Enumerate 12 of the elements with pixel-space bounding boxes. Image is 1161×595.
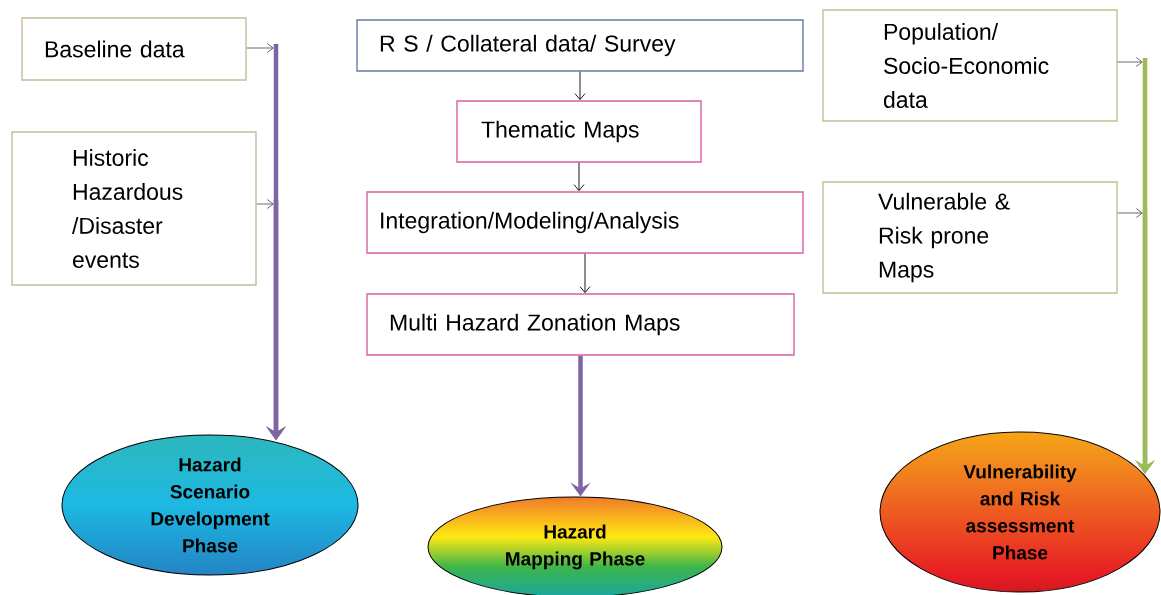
text-box: Multi Hazard Zonation Maps (366, 293, 795, 356)
text-box: Population/ Socio-Economic data (822, 9, 1118, 122)
text-box: Integration/Modeling/Analysis (366, 191, 804, 254)
text-box: R S / Collateral data/ Survey (356, 19, 804, 72)
text-box: Vulnerable & Risk prone Maps (822, 181, 1118, 294)
text-box: Thematic Maps (456, 100, 702, 163)
arrow (574, 71, 586, 101)
arrow (573, 162, 585, 192)
text-box: Historic Hazardous /Disaster events (11, 131, 257, 286)
text-box: Baseline data (21, 17, 247, 81)
arrow (579, 253, 591, 294)
arrow (1117, 208, 1156, 474)
